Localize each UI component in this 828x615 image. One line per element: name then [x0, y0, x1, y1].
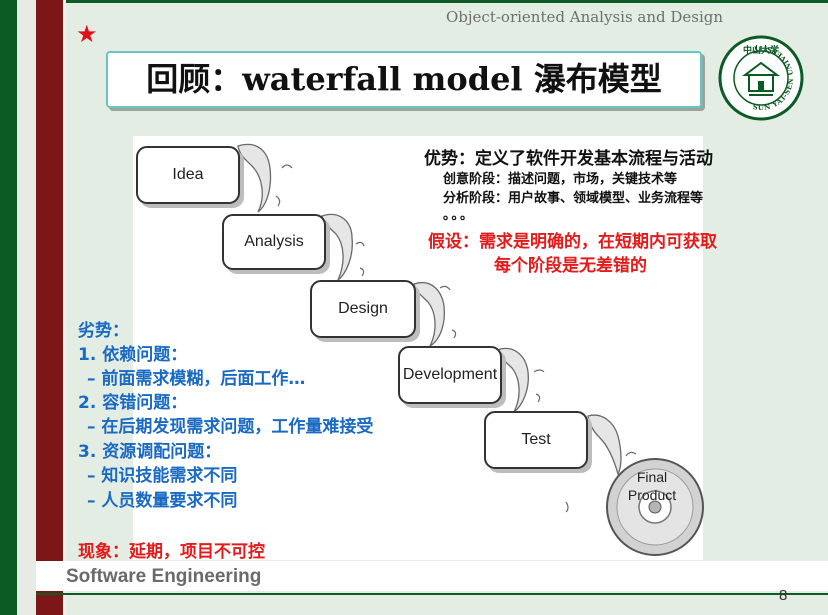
disadvantage-line: 1. 依赖问题： — [78, 345, 188, 365]
slide-title-box: 回顾：waterfall model 瀑布模型 — [106, 51, 702, 108]
assumption-line-1: 假设：需求是明确的，在短期内可获取 — [428, 232, 717, 252]
header-rule — [66, 0, 828, 3]
page-number: 8 — [779, 587, 788, 604]
advantages-heading: 优势：定义了软件开发基本流程与活动 — [424, 149, 713, 169]
stage-analysis: Analysis — [222, 214, 326, 270]
stage-development: Development — [398, 346, 502, 404]
disadvantage-line: – 前面需求模糊，后面工作… — [87, 369, 306, 389]
left-green-bar — [0, 0, 17, 615]
footer-rule — [36, 593, 828, 595]
disadvantage-line: 3. 资源调配问题： — [78, 442, 222, 462]
left-light-bar — [17, 0, 36, 615]
stage-design: Design — [310, 280, 416, 338]
disadvantages-heading: 劣势： — [78, 321, 129, 341]
stage-idea: Idea — [136, 146, 240, 204]
slide-title: 回顾：waterfall model 瀑布模型 — [146, 60, 662, 98]
disadvantage-line: – 在后期发现需求问题，工作量难接受 — [87, 417, 374, 437]
phenomenon-text: 现象：延期，项目不可控 — [78, 542, 265, 562]
footer-label: Software Engineering — [66, 566, 262, 587]
logo-top-text: 中山大学 — [743, 44, 779, 56]
advantage-item: 分析阶段：用户故事、领域模型、业务流程等 — [443, 191, 704, 206]
left-divider — [63, 0, 66, 615]
footer-band — [36, 561, 828, 591]
advantage-item: 创意阶段：描述问题，市场，关键技术等 — [443, 172, 678, 187]
university-seal-icon: SUN YAT-SEN UNIVERSITY 中山大学 — [718, 35, 804, 121]
disadvantage-line: – 人员数量要求不同 — [87, 491, 238, 511]
assumption-line-2: 每个阶段是无差错的 — [494, 256, 647, 276]
course-title: Object-oriented Analysis and Design — [446, 8, 724, 26]
disadvantage-line: – 知识技能需求不同 — [87, 466, 238, 486]
left-maroon-bar — [36, 0, 63, 615]
star-icon: ★ — [76, 20, 98, 48]
advantage-item: 。。。 — [443, 208, 476, 223]
stage-test: Test — [484, 411, 588, 469]
disadvantage-line: 2. 容错问题： — [78, 393, 188, 413]
